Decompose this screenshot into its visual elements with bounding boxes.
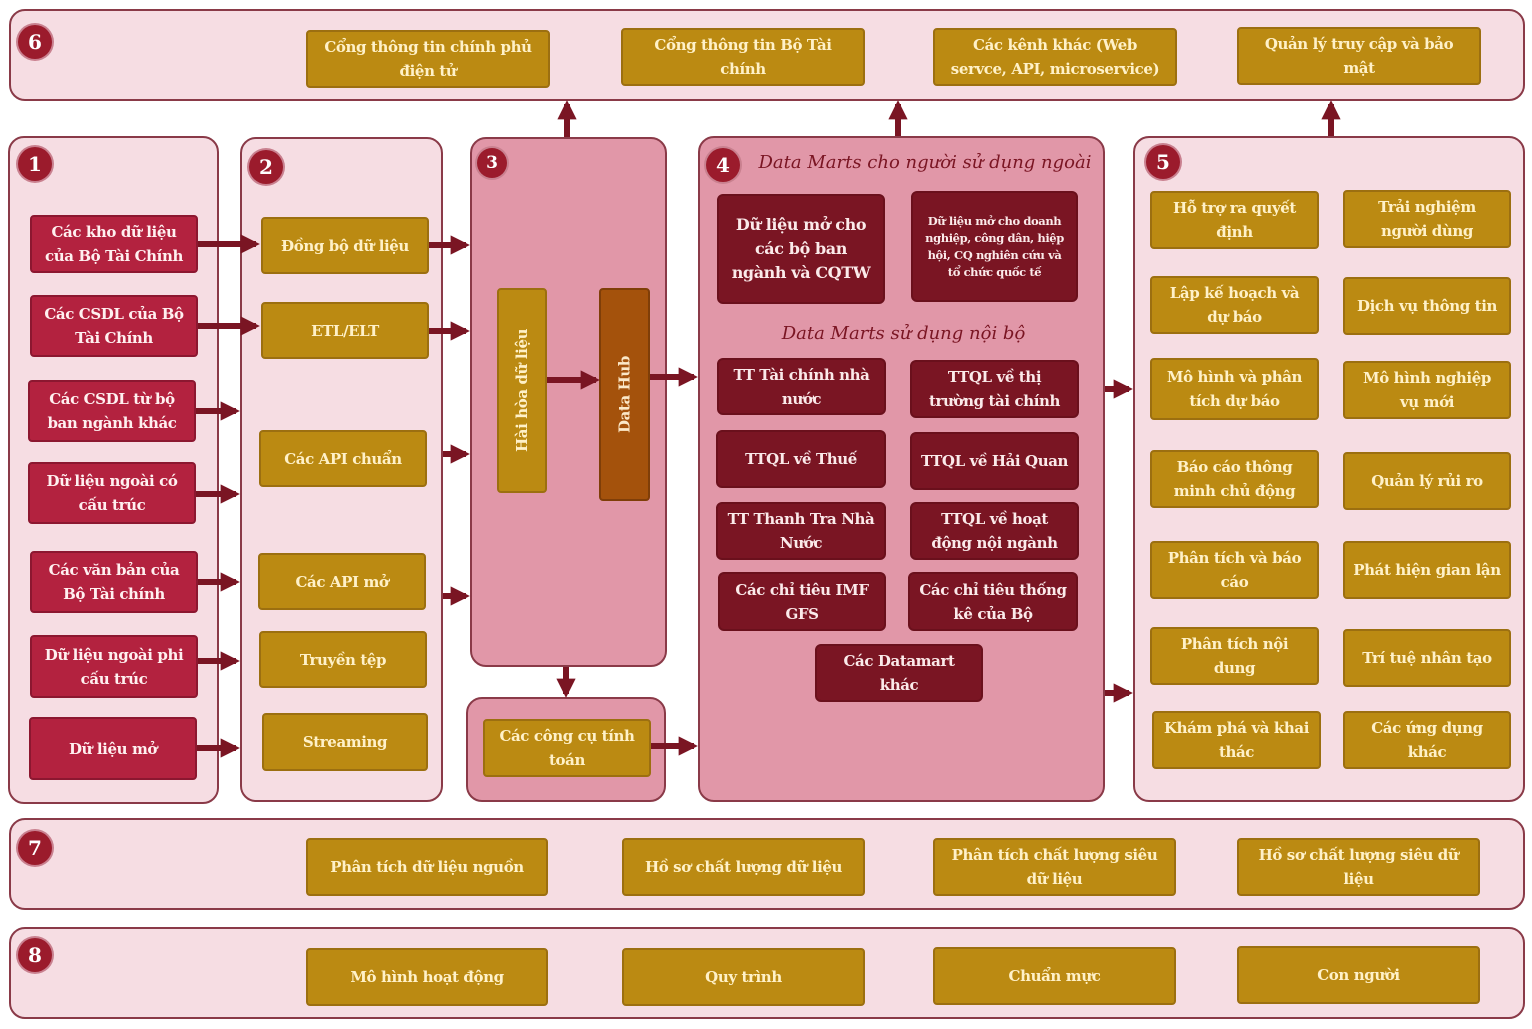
layer5-item[interactable]: Phát hiện gian lận: [1343, 541, 1511, 599]
internal-datamart[interactable]: TTQL về hoạt động nội ngành: [910, 502, 1079, 560]
layer5-item[interactable]: Quản lý rủi ro: [1343, 452, 1511, 510]
layer2-item[interactable]: Truyền tệp: [259, 631, 427, 688]
internal-datamart[interactable]: TT Tài chính nhà nước: [717, 358, 886, 415]
layer5-item[interactable]: Phân tích nội dung: [1150, 627, 1319, 685]
layer2-item[interactable]: Các API chuẩn: [259, 430, 427, 487]
layer-8-badge: 8: [18, 938, 52, 972]
layer5-item[interactable]: Mô hình nghiệp vụ mới: [1343, 361, 1511, 419]
compute-tools-box[interactable]: Các công cụ tính toán: [483, 719, 651, 777]
external-datamart[interactable]: Dữ liệu mở cho các bộ ban ngành và CQTW: [717, 194, 885, 304]
internal-datamart[interactable]: TTQL về Hải Quan: [910, 432, 1079, 490]
layer7-item[interactable]: Phân tích dữ liệu nguồn: [306, 838, 548, 896]
layer2-item[interactable]: Đồng bộ dữ liệu: [261, 217, 429, 274]
layer5-item[interactable]: Hỗ trợ ra quyết định: [1150, 191, 1319, 249]
internal-datamart[interactable]: Các chỉ tiêu IMF GFS: [718, 572, 886, 631]
external-datamarts-title: Data Marts cho người sử dụng ngoài: [758, 152, 1092, 173]
layer6-item[interactable]: Cổng thông tin chính phủ điện tử: [306, 30, 550, 88]
layer5-item[interactable]: Mô hình và phân tích dự báo: [1150, 358, 1319, 420]
internal-datamarts-title: Data Marts sử dụng nội bộ: [781, 323, 1026, 344]
internal-datamart[interactable]: TT Thanh Tra Nhà Nước: [716, 502, 886, 560]
layer-2-badge: 2: [249, 150, 283, 184]
layer1-item[interactable]: Các văn bản của Bộ Tài chính: [30, 551, 198, 613]
layer6-item[interactable]: Quản lý truy cập và bảo mật: [1237, 27, 1481, 85]
layer1-item[interactable]: Dữ liệu mở: [29, 717, 197, 780]
layer5-item[interactable]: Trải nghiệm người dùng: [1343, 190, 1511, 248]
layer8-item[interactable]: Con người: [1237, 946, 1480, 1004]
layer1-item[interactable]: Các kho dữ liệu của Bộ Tài Chính: [30, 215, 198, 273]
layer6-item[interactable]: Các kênh khác (Web servce, API, microser…: [933, 28, 1177, 86]
layer-4-badge: 4: [706, 148, 740, 182]
layer7-item[interactable]: Hồ sơ chất lượng dữ liệu: [622, 838, 865, 896]
layer5-item[interactable]: Báo cáo thông minh chủ động: [1150, 450, 1319, 508]
layer8-item[interactable]: Quy trình: [622, 948, 865, 1006]
layer6-item[interactable]: Cổng thông tin Bộ Tài chính: [621, 28, 865, 86]
layer5-item[interactable]: Phân tích và báo cáo: [1150, 541, 1319, 599]
internal-datamart[interactable]: Các chỉ tiêu thống kê của Bộ: [908, 572, 1078, 631]
layer5-item[interactable]: Khám phá và khai thác: [1152, 711, 1321, 769]
layer2-item[interactable]: ETL/ELT: [261, 302, 429, 359]
layer1-item[interactable]: Các CSDL từ bộ ban ngành khác: [28, 380, 196, 442]
layer1-item[interactable]: Dữ liệu ngoài có cấu trúc: [28, 462, 196, 524]
external-datamart[interactable]: Dữ liệu mở cho doanh nghiệp, công dân, h…: [911, 191, 1078, 302]
layer2-item[interactable]: Streaming: [262, 713, 428, 771]
layer8-item[interactable]: Mô hình hoạt động: [306, 948, 548, 1006]
layer-1-badge: 1: [18, 147, 52, 181]
layer1-item[interactable]: Dữ liệu ngoài phi cấu trúc: [30, 635, 198, 698]
layer5-item[interactable]: Lập kế hoạch và dự báo: [1150, 276, 1319, 334]
layer-5-badge: 5: [1146, 145, 1180, 179]
layer-7-badge: 7: [18, 831, 52, 865]
layer5-item[interactable]: Trí tuệ nhân tạo: [1343, 629, 1511, 687]
internal-datamart[interactable]: TTQL về Thuế: [716, 430, 886, 488]
layer7-item[interactable]: Hồ sơ chất lượng siêu dữ liệu: [1237, 838, 1480, 896]
layer5-item[interactable]: Các ứng dụng khác: [1343, 711, 1511, 769]
layer-3-badge: 3: [477, 148, 507, 178]
other-datamart[interactable]: Các Datamart khác: [815, 644, 983, 702]
layer8-item[interactable]: Chuẩn mực: [933, 947, 1176, 1005]
layer2-item[interactable]: Các API mở: [258, 553, 426, 610]
internal-datamart[interactable]: TTQL về thị trường tài chính: [910, 360, 1079, 418]
layer5-item[interactable]: Dịch vụ thông tin: [1343, 277, 1511, 335]
layer7-item[interactable]: Phân tích chất lượng siêu dữ liệu: [933, 838, 1176, 896]
layer-6-badge: 6: [18, 25, 52, 59]
layer1-item[interactable]: Các CSDL của Bộ Tài Chính: [30, 295, 198, 357]
